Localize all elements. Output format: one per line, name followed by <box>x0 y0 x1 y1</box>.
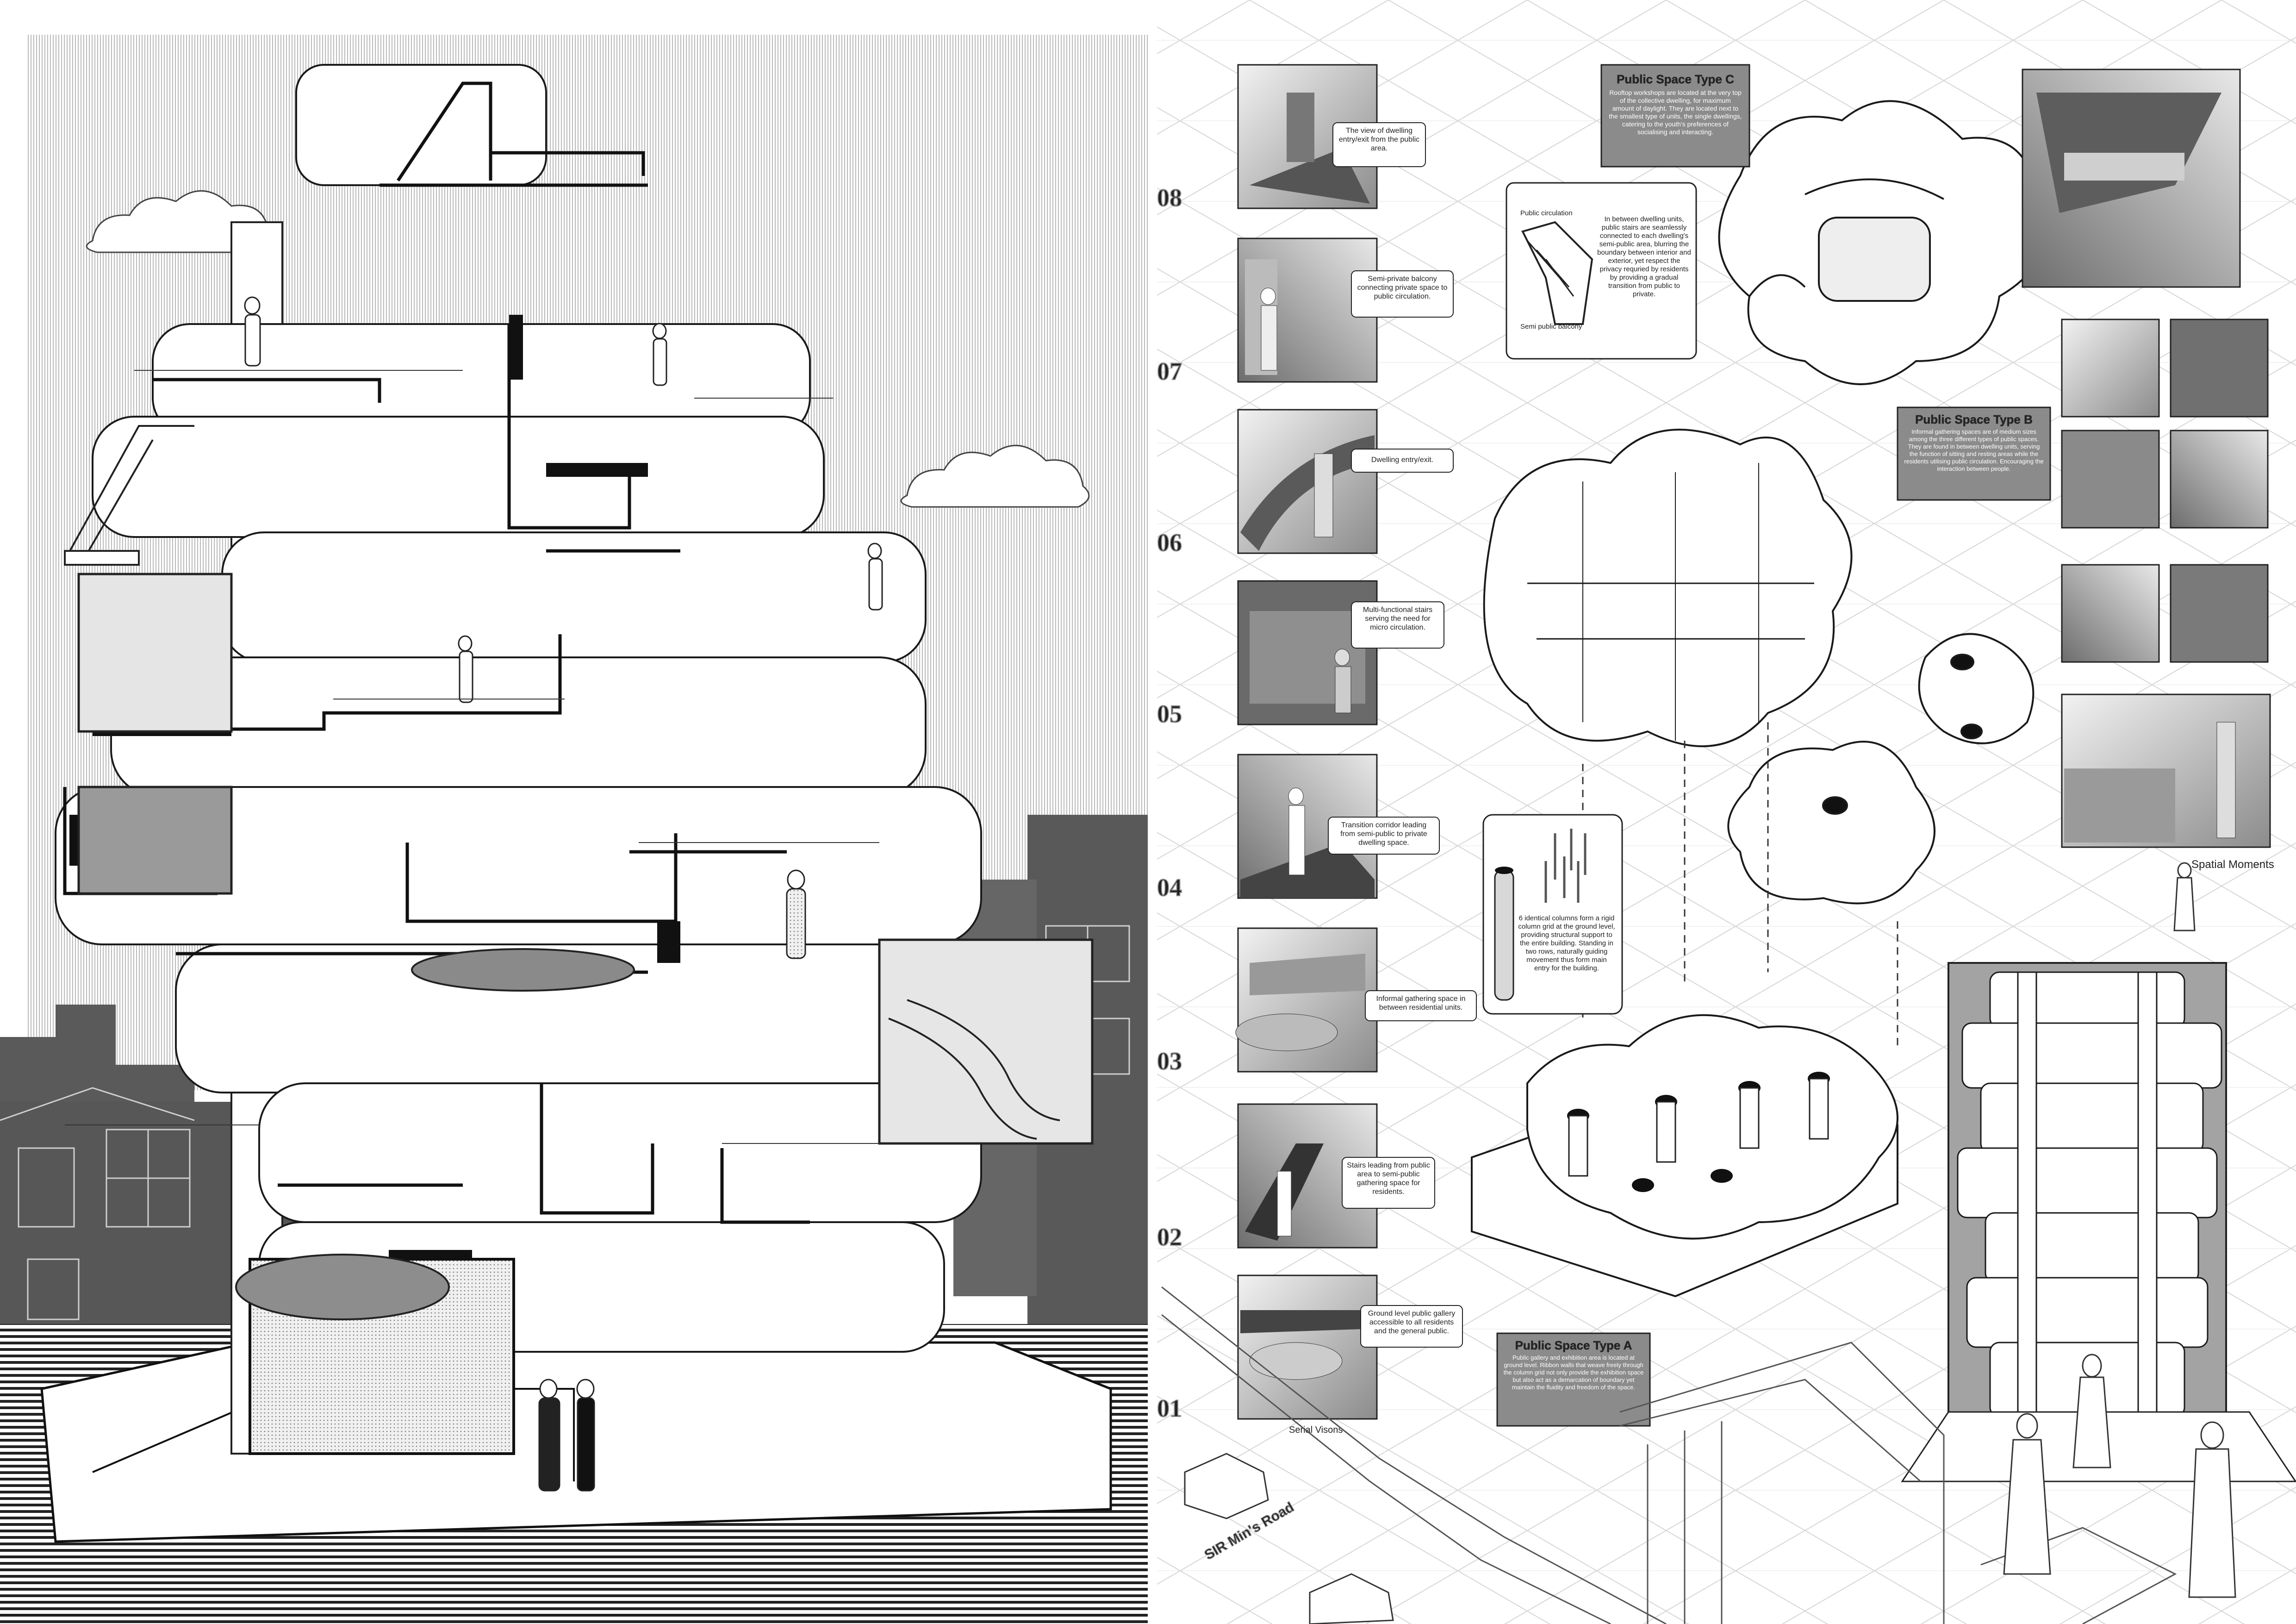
serial-vision-07 <box>1237 237 1378 383</box>
public-space-c-text: Rooftop workshops are located at the ver… <box>1609 89 1742 136</box>
serial-visions-strip: 08 07 06 05 04 03 02 01 The view of dwel… <box>1157 64 1477 1435</box>
caption-02: Stairs leading from public area to semi-… <box>1347 1162 1430 1196</box>
circulation-note: In between dwelling units, public stairs… <box>1597 215 1691 298</box>
axo-ground-level <box>1471 1014 1898 1298</box>
caption-03: Informal gathering space in between resi… <box>1376 995 1466 1012</box>
public-space-b-label: Public Space Type B Informal gathering s… <box>1897 406 2051 501</box>
cloud-right <box>900 444 1090 508</box>
caption-05: Multi-functional stairs serving the need… <box>1363 606 1433 631</box>
roof-workshop <box>380 81 648 187</box>
caption-06: Dwelling entry/exit. <box>1371 456 1434 464</box>
serial-vision-numbers: 08 07 06 05 04 03 02 01 <box>1157 183 1182 1423</box>
semi-public-balcony-label: Semi public balcony <box>1520 323 1582 331</box>
exterior-stair-left <box>64 425 194 566</box>
staircase-gray-box <box>878 938 1094 1145</box>
section-drawing-panel <box>0 35 1148 1624</box>
spatial-moments: Spatial Moments <box>2022 69 2274 871</box>
gallery-box-upper <box>77 573 233 733</box>
cars <box>1184 1453 1394 1624</box>
serial-visions-title: Serial Visons <box>1289 1425 1343 1435</box>
gathering-disc <box>411 948 635 992</box>
ground-platform <box>40 1341 1112 1543</box>
axo-middle-level <box>1483 429 1853 747</box>
public-space-b-text: Informal gathering spaces are of medium … <box>1904 428 2044 472</box>
public-space-a-text: Public gallery and exhibition area is lo… <box>1503 1354 1644 1391</box>
public-space-a-label: Public Space Type A Public gallery and e… <box>1496 1332 1651 1427</box>
elevation-panel <box>1901 962 2296 1482</box>
caption-04: Transition corridor leading from semi-pu… <box>1340 821 1427 847</box>
column-grid-inset: 6 identical columns form a rigid column … <box>1482 814 1623 1015</box>
axo-roof-level <box>1718 100 2046 385</box>
serial-vision-05 <box>1237 580 1378 725</box>
ground-gallery-wall <box>235 1254 450 1320</box>
vision-number-03: 03 <box>1157 1047 1182 1075</box>
vision-number-08: 08 <box>1157 184 1182 212</box>
public-space-b-title: Public Space Type B <box>1915 412 2033 426</box>
exploded-axonometric <box>1471 100 2046 1298</box>
serial-vision-06 <box>1237 409 1378 554</box>
caption-01: Ground level public gallery accessible t… <box>1368 1310 1456 1335</box>
spatial-moments-title: Spatial Moments <box>2191 858 2274 871</box>
caption-08: The view of dwelling entry/exit from the… <box>1338 127 1420 152</box>
caption-07: Semi-private balcony connecting private … <box>1357 275 1448 300</box>
vision-number-04: 04 <box>1157 874 1182 901</box>
railings <box>65 370 879 1144</box>
vision-number-01: 01 <box>1157 1394 1182 1422</box>
serial-vision-02 <box>1237 1103 1378 1249</box>
public-space-c-label: Public Space Type C Rooftop workshops ar… <box>1600 64 1750 168</box>
vision-number-02: 02 <box>1157 1223 1182 1251</box>
spiral-stair <box>888 999 1060 1140</box>
isometric-panel: 08 07 06 05 04 03 02 01 The view of dwel… <box>1157 0 2296 1624</box>
vision-captions: The view of dwelling entry/exit from the… <box>1328 122 1477 1348</box>
vision-number-05: 05 <box>1157 700 1182 728</box>
gallery-box-mid <box>77 786 233 895</box>
vision-number-06: 06 <box>1157 529 1182 556</box>
people-figures <box>244 296 883 1492</box>
axo-gathering-level <box>1727 633 2035 905</box>
public-space-a-title: Public Space Type A <box>1515 1338 1632 1352</box>
serial-vision-03 <box>1235 927 1378 1073</box>
serial-vision-01 <box>1237 1274 1378 1420</box>
foreground-people <box>2003 862 2236 1598</box>
circulation-inset: Public circulation Semi public balcony I… <box>1506 182 1697 360</box>
public-space-c-title: Public Space Type C <box>1617 72 1734 86</box>
vision-number-07: 07 <box>1157 357 1182 385</box>
public-circulation-label: Public circulation <box>1520 209 1573 217</box>
column-grid-note: 6 identical columns form a rigid column … <box>1518 914 1615 972</box>
